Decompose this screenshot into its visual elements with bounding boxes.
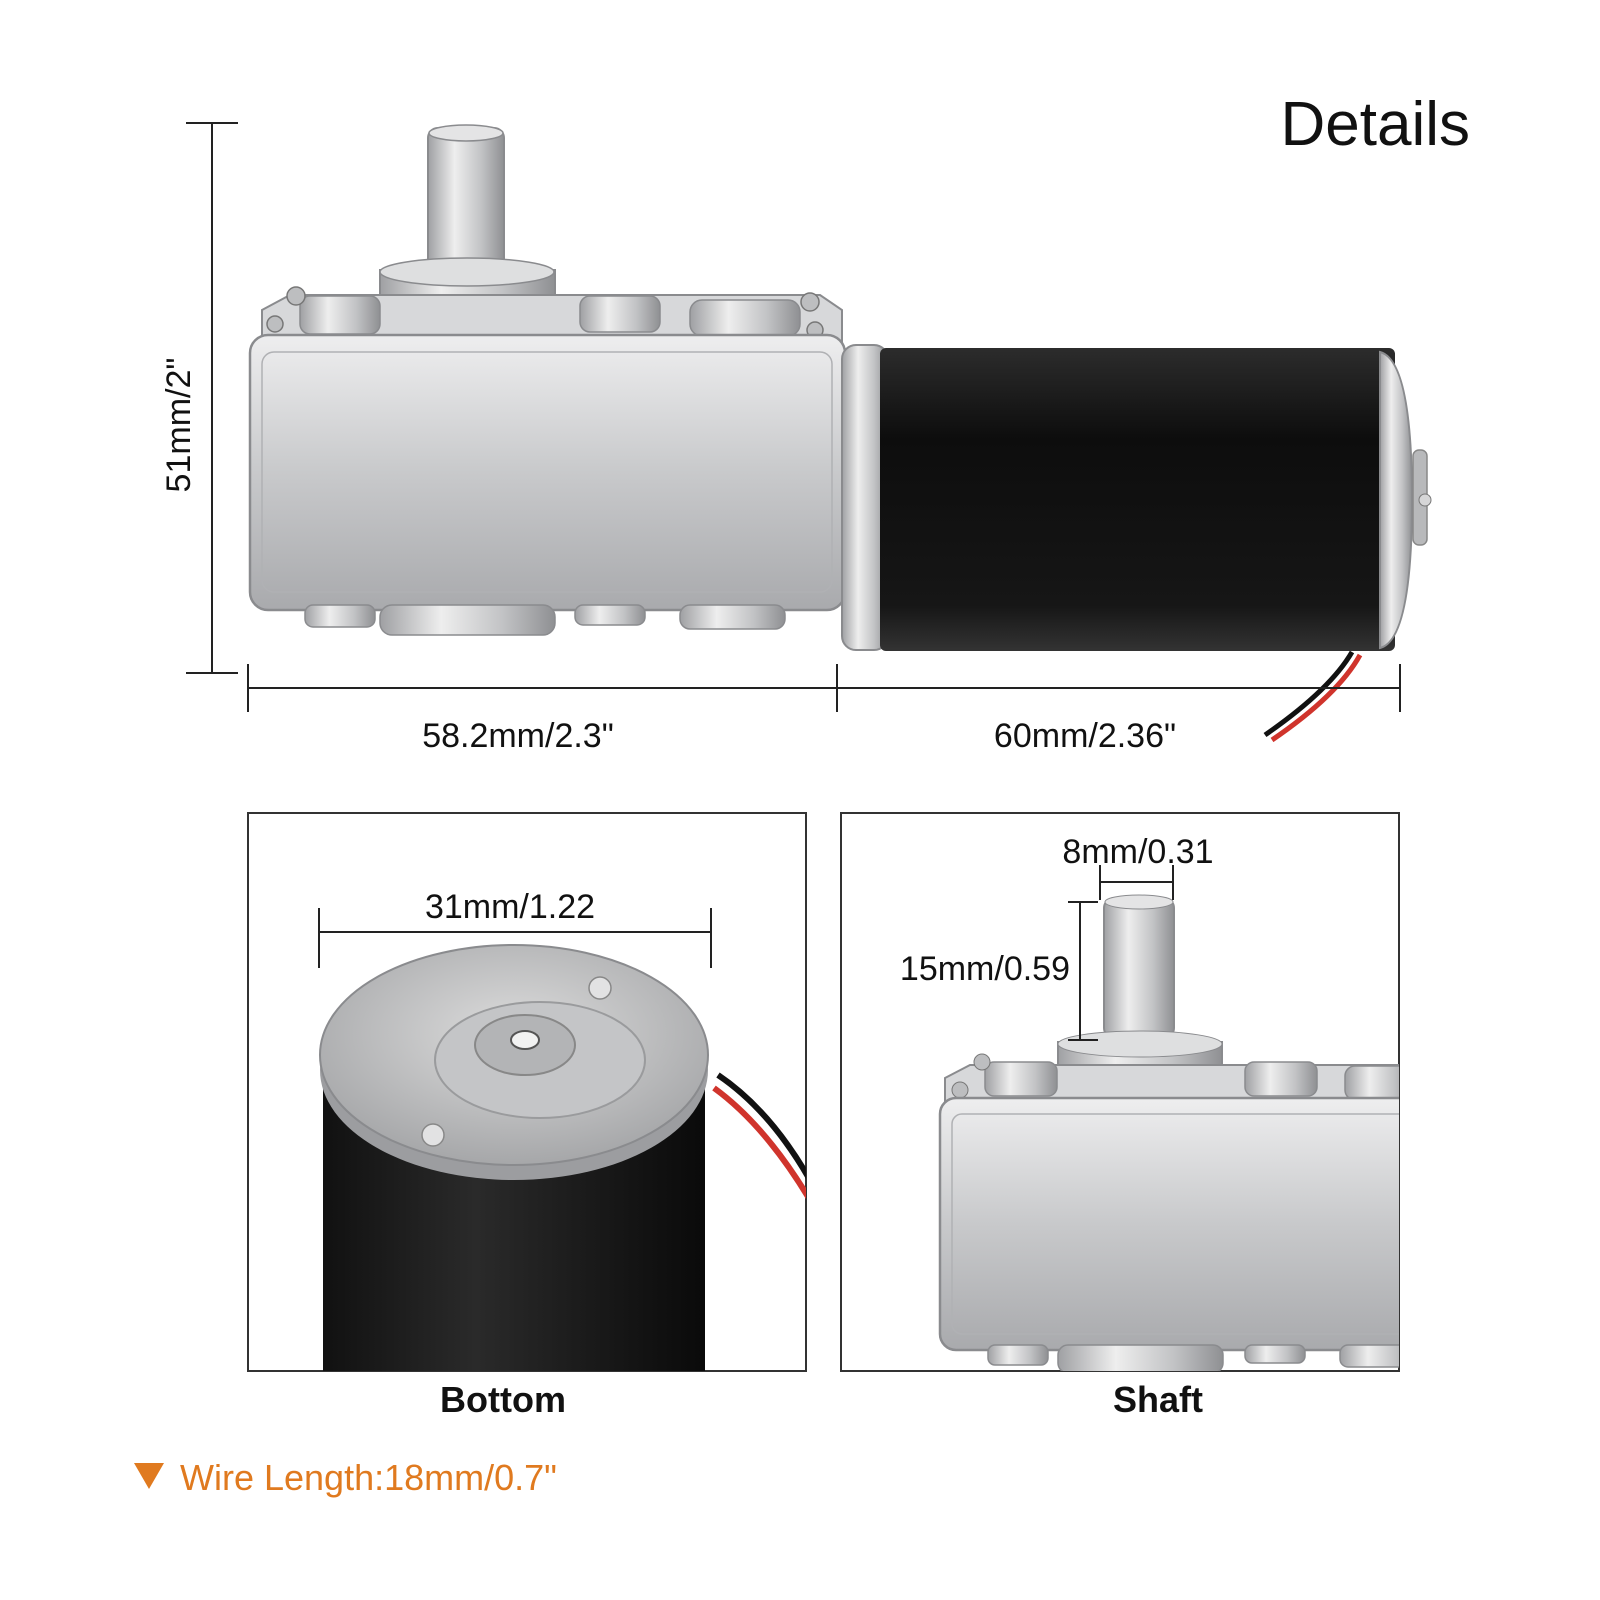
wire-length-label: Wire Length:18mm/0.7" — [180, 1457, 557, 1498]
gearbox-length-label: 58.2mm/2.3" — [422, 717, 614, 755]
shaft-diameter-label: 8mm/0.31 — [1062, 833, 1213, 871]
page-title: Details — [1280, 90, 1470, 159]
length-dimension-lines — [247, 664, 1401, 712]
bottom-diameter-label: 31mm/1.22 — [425, 888, 595, 926]
height-dimension — [186, 122, 238, 674]
triangle-down-icon — [134, 1463, 164, 1489]
shaft-caption: Shaft — [1113, 1379, 1203, 1420]
shaft-closeup-illustration — [938, 894, 1399, 1371]
main-motor-illustration — [248, 124, 1432, 743]
motor-length-label: 60mm/2.36" — [994, 717, 1176, 755]
bottom-caption: Bottom — [440, 1379, 566, 1420]
bottom-motor-illustration — [319, 944, 806, 1371]
bottom-diameter-dimension — [318, 908, 712, 968]
shaft-length-label: 15mm/0.59 — [900, 950, 1070, 988]
shaft-dimension-lines — [1068, 865, 1174, 1041]
height-dimension-label: 51mm/2" — [160, 358, 198, 493]
